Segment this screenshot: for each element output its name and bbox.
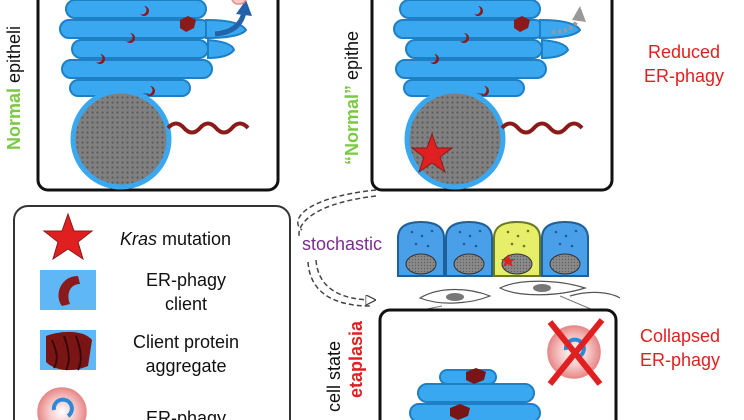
legend-client-line1: ER-phagy (146, 270, 226, 290)
aggregate-markers-metaplasia (450, 368, 486, 420)
label-metaplasia: etaplasia (346, 320, 366, 398)
epithelial-cell-row (381, 220, 621, 319)
cross-line-2 (547, 318, 605, 386)
export-arrow-normal (214, 11, 247, 37)
cell-yellow-mutant (493, 220, 541, 277)
er-phagy-client-markers (96, 6, 196, 97)
export-arrowhead-reduced (572, 6, 586, 22)
label-normal-quoted-epithelium: “Normal” epithe (342, 31, 362, 165)
cell-4 (541, 220, 589, 277)
stochastic-transition: stochastic (297, 189, 382, 307)
dashed-arrow-upper (298, 195, 377, 239)
panel-normal-epithelium: Normal epitheli (4, 0, 280, 192)
legend-client-line2: client (165, 294, 207, 314)
legend-aggregate-line1: Client protein (133, 332, 239, 352)
export-arrowhead-normal (236, 0, 252, 16)
legend-panel: Kras mutation ER-phagy client Client pro… (13, 205, 291, 420)
client-aggregate-icon (40, 330, 96, 371)
cell-1 (397, 220, 445, 277)
kras-star-icon (42, 212, 94, 261)
wavy-strand-kras (500, 121, 584, 135)
label-reduced-line2: ER-phagy (644, 66, 724, 86)
label-collapsed-line2: ER-phagy (640, 350, 720, 370)
er-phagy-client-markers-kras (430, 6, 530, 96)
label-cell-state: cell state (324, 341, 344, 412)
label-stochastic: stochastic (302, 234, 382, 254)
label-reduced-line1: Reduced (648, 42, 720, 62)
er-network-kras (393, 0, 582, 109)
panel-normal-kras: “Normal” epithe Reduced ER-phagy (342, 0, 724, 192)
legend-aggregate-line2: aggregate (145, 356, 226, 376)
label-collapsed-line1: Collapsed (640, 326, 720, 346)
legend-receptor-partial: ER-phagy (146, 408, 226, 420)
nucleus-normal (70, 88, 172, 190)
label-normal-epithelium: Normal epitheli (4, 26, 24, 150)
wavy-strand-normal (166, 121, 250, 135)
cell-2 (445, 220, 493, 277)
nucleus-kras (404, 88, 506, 190)
er-phagy-receptor-icon (37, 387, 87, 420)
dashed-arrow-lower (315, 259, 374, 300)
legend-kras-mutation: Kras mutation (120, 229, 231, 249)
panel-metaplasia: cell state etaplasia Collapsed ER-phagy (324, 308, 720, 420)
kras-star-nucleus (410, 132, 454, 174)
